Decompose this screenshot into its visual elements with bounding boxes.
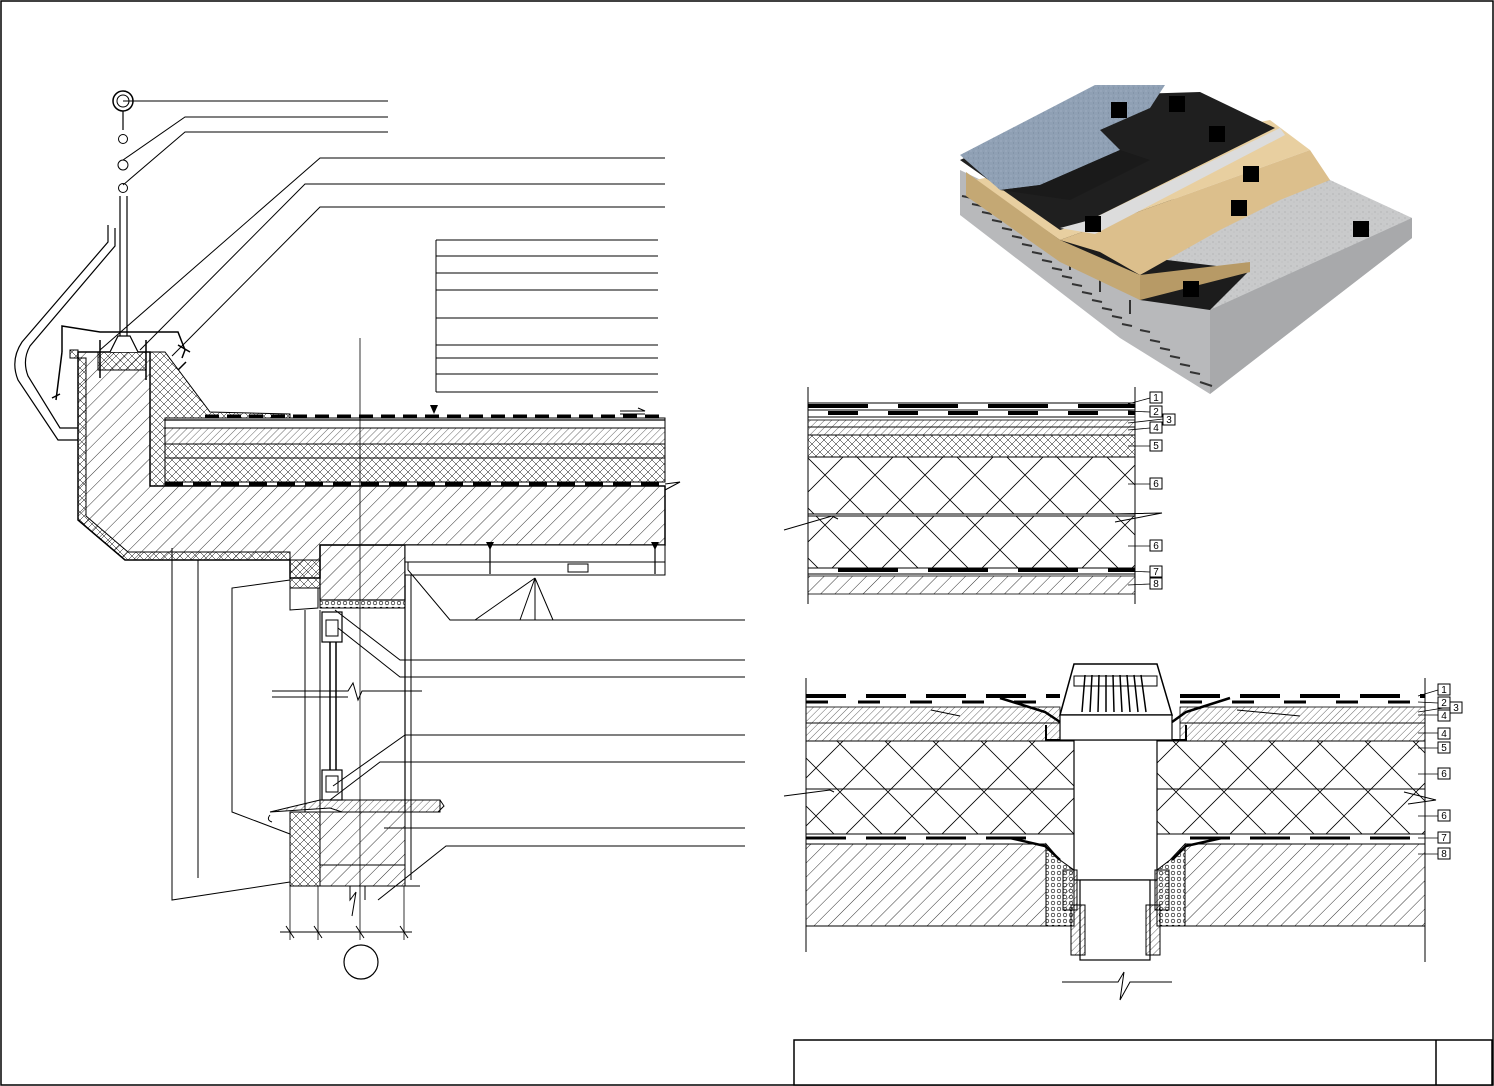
illus-markers [1085, 96, 1369, 297]
svg-text:6: 6 [1441, 811, 1447, 822]
grid-axis-bubble [343, 944, 379, 980]
illus-insulation-side [966, 172, 1140, 300]
drain-insulation-left-1 [805, 740, 1075, 790]
svg-text:2: 2 [1441, 698, 1447, 709]
roof-layer-insulation-1 [164, 443, 666, 459]
lintel [319, 544, 406, 601]
layer-3 [807, 419, 1136, 428]
layer-5 [807, 434, 1136, 458]
svg-text:4: 4 [1153, 423, 1159, 434]
svg-text:4: 4 [1441, 711, 1447, 722]
layer-section: 1 2 3 4 5 6 6 7 8 [783, 387, 1176, 604]
drain-slab-left [805, 843, 1047, 927]
title-block [793, 1039, 1493, 1086]
layer-markers: 1 2 3 4 5 6 6 7 8 [1149, 391, 1176, 590]
window-sill-frame [321, 769, 343, 801]
svg-text:5: 5 [1441, 743, 1447, 754]
drain-insulation-right-1 [1156, 740, 1426, 790]
suspended-ceiling-void [404, 544, 666, 576]
leader-lines-left [99, 100, 745, 901]
layer-6b [807, 515, 1136, 569]
roof-drain-detail: 1 2 3 4 4 5 6 6 7 8 [783, 663, 1463, 1001]
svg-text:4: 4 [1441, 729, 1447, 740]
drain-insulation-left-2 [805, 788, 1075, 835]
mast-base [109, 335, 139, 353]
drain-pipe [1073, 739, 1158, 881]
lower-wall [319, 811, 406, 887]
svg-text:6: 6 [1153, 541, 1159, 552]
drain-markers: 1 2 3 4 4 5 6 6 7 8 [1437, 683, 1463, 860]
window-sill [269, 799, 441, 813]
svg-text:6: 6 [1153, 479, 1159, 490]
parapet-insulation [69, 349, 291, 561]
flashing-anchors [55, 340, 147, 401]
parapet-section-detail [14, 90, 745, 980]
parapet-flashing [61, 325, 186, 359]
svg-text:3: 3 [1166, 415, 1172, 426]
svg-text:7: 7 [1153, 567, 1159, 578]
layer-4 [807, 426, 1136, 436]
parapet-cap-insulation [97, 351, 147, 371]
svg-text:5: 5 [1153, 441, 1159, 452]
drain-slab-right [1184, 843, 1426, 927]
svg-text:6: 6 [1441, 769, 1447, 780]
window-glazing [329, 642, 337, 770]
layer-6a [807, 456, 1136, 515]
svg-text:7: 7 [1441, 833, 1447, 844]
svg-text:8: 8 [1153, 579, 1159, 590]
roof-layer-insulation-2 [164, 457, 666, 483]
drain-leaf-guard [1059, 663, 1174, 716]
svg-text:3: 3 [1453, 703, 1459, 714]
svg-text:1: 1 [1153, 393, 1159, 404]
svg-text:1: 1 [1441, 685, 1447, 696]
window-head-frame [321, 611, 343, 643]
mast-pole [119, 196, 128, 340]
down-conductor [14, 225, 109, 441]
svg-text:2: 2 [1153, 407, 1159, 418]
svg-text:8: 8 [1441, 849, 1447, 860]
roof-build-up-illustration [960, 85, 1412, 394]
drain-insulation-right-2 [1156, 788, 1426, 835]
layer-8 [807, 575, 1136, 595]
roof-layer-slope [164, 427, 666, 445]
